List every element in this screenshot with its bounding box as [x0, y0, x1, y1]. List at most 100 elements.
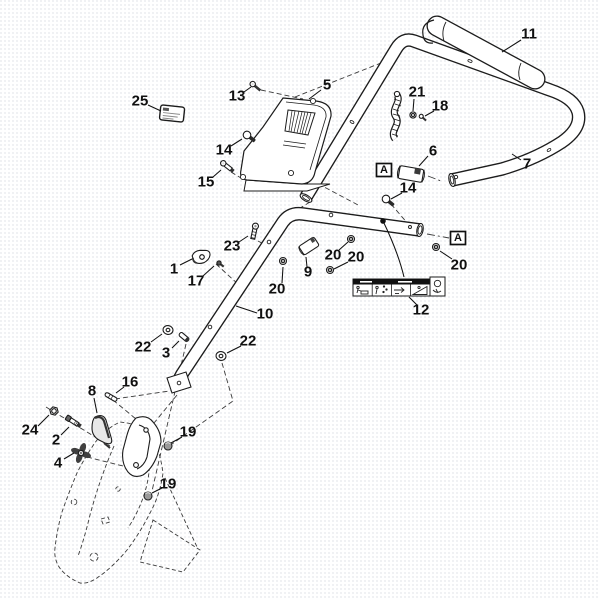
- part-number-7: 7: [523, 156, 531, 173]
- console-screw-boss: [239, 173, 247, 181]
- hardware-parts: [49, 80, 441, 501]
- leader-line: [243, 86, 252, 93]
- part-number-13: 13: [229, 88, 246, 105]
- leader-line: [171, 340, 180, 349]
- ball-pin-14-lower: [381, 194, 395, 207]
- part-number-6: 6: [429, 143, 437, 160]
- leader-line: [511, 153, 522, 161]
- lower-handle-tube: [166, 206, 424, 394]
- part-number-19: 19: [180, 424, 197, 441]
- nut-21: [409, 111, 417, 119]
- part-number-18: 18: [432, 98, 449, 115]
- part-number-1: 1: [170, 261, 178, 278]
- leader-line: [408, 296, 418, 306]
- label-header-microtext: [398, 281, 412, 283]
- ref-marker-label: A: [380, 164, 388, 176]
- grip-end-hook: [422, 19, 435, 44]
- washer-22: [215, 351, 227, 361]
- cap-nut-19: [143, 491, 153, 501]
- part-number-25: 25: [132, 93, 149, 110]
- screw-15: [220, 160, 235, 173]
- ref-marker-label: A: [454, 232, 462, 244]
- cam-lever-8: [91, 414, 113, 449]
- tube-hole: [266, 239, 272, 245]
- part-number-22: 22: [240, 333, 257, 350]
- leader-line: [308, 89, 322, 100]
- spec-sticker-25: [158, 104, 186, 123]
- leader-line: [418, 155, 429, 167]
- tube-hole: [453, 174, 459, 180]
- ball-pin-14-upper: [242, 130, 256, 143]
- handle-mount-bracket: [122, 416, 162, 478]
- bushing-6: [396, 165, 425, 183]
- housing-deflector-flap: [139, 519, 201, 573]
- clamp-bracket-1: [191, 249, 211, 264]
- upper-handlebar-loop: [299, 33, 586, 203]
- part-number-17: 17: [188, 273, 205, 290]
- leader-line: [333, 261, 349, 270]
- console-screw-boss: [287, 169, 295, 177]
- part-number-9: 9: [304, 264, 312, 281]
- housing-rib: [77, 445, 115, 557]
- leader-line: [147, 104, 162, 112]
- leader-line: [235, 305, 258, 314]
- leader-line: [281, 266, 284, 284]
- star-knob-4: [71, 443, 91, 463]
- flange-nut-20: [325, 265, 335, 275]
- detail-reference-markers: AA: [375, 162, 467, 246]
- part-number-3: 3: [162, 345, 170, 362]
- nut-24: [49, 406, 59, 416]
- part-number-22: 22: [135, 339, 152, 356]
- leader-line: [424, 110, 435, 117]
- leader-line: [501, 39, 522, 53]
- part-number-20: 20: [325, 247, 342, 264]
- part-number-14: 14: [400, 180, 417, 197]
- leader-line: [230, 138, 243, 147]
- leader-line: [226, 345, 242, 354]
- leader-line: [179, 258, 193, 266]
- part-number-15: 15: [198, 174, 215, 191]
- pin-3: [178, 332, 190, 343]
- leader-line: [202, 265, 215, 277]
- label-leader-curve: [382, 220, 405, 278]
- housing-rib: [127, 435, 150, 529]
- leader-line: [212, 169, 222, 178]
- screw-17: [216, 260, 225, 268]
- part-number-8: 8: [88, 383, 96, 400]
- leader-line: [93, 397, 98, 414]
- leader-line: [37, 414, 50, 427]
- warning-pictogram-flying-debris: [375, 285, 388, 295]
- part-number-14: 14: [216, 142, 233, 159]
- part-number-4: 4: [54, 455, 63, 472]
- part-number-23: 23: [224, 238, 241, 255]
- tube-hole: [328, 212, 334, 218]
- part-number-20: 20: [348, 249, 365, 266]
- warning-pictogram-mower-figure: [356, 285, 369, 295]
- leader-line: [150, 333, 163, 343]
- washer-22: [162, 325, 174, 335]
- leader-line: [412, 98, 415, 112]
- flange-nut-20: [431, 242, 441, 252]
- leader-line: [60, 426, 70, 436]
- label-header-microtext: [360, 281, 372, 283]
- part-number-12: 12: [413, 302, 430, 319]
- part-number-20: 20: [451, 257, 468, 274]
- leader-line: [338, 241, 349, 251]
- leader-line: [151, 487, 163, 494]
- screw-18: [418, 113, 427, 122]
- leader-line: [390, 192, 403, 200]
- console-recess: [284, 109, 316, 136]
- leader-line: [115, 386, 125, 394]
- leader-line: [238, 235, 249, 243]
- console-grip-texture: [288, 110, 312, 135]
- part-number-20: 20: [269, 281, 286, 298]
- part-number-2: 2: [52, 432, 60, 449]
- tube-hole: [408, 225, 412, 229]
- part-number-10: 10: [257, 306, 274, 323]
- warning-label-12: [352, 220, 446, 297]
- cap-nut-19: [163, 441, 173, 451]
- part-number-21: 21: [409, 84, 426, 101]
- part-number-16: 16: [122, 374, 139, 391]
